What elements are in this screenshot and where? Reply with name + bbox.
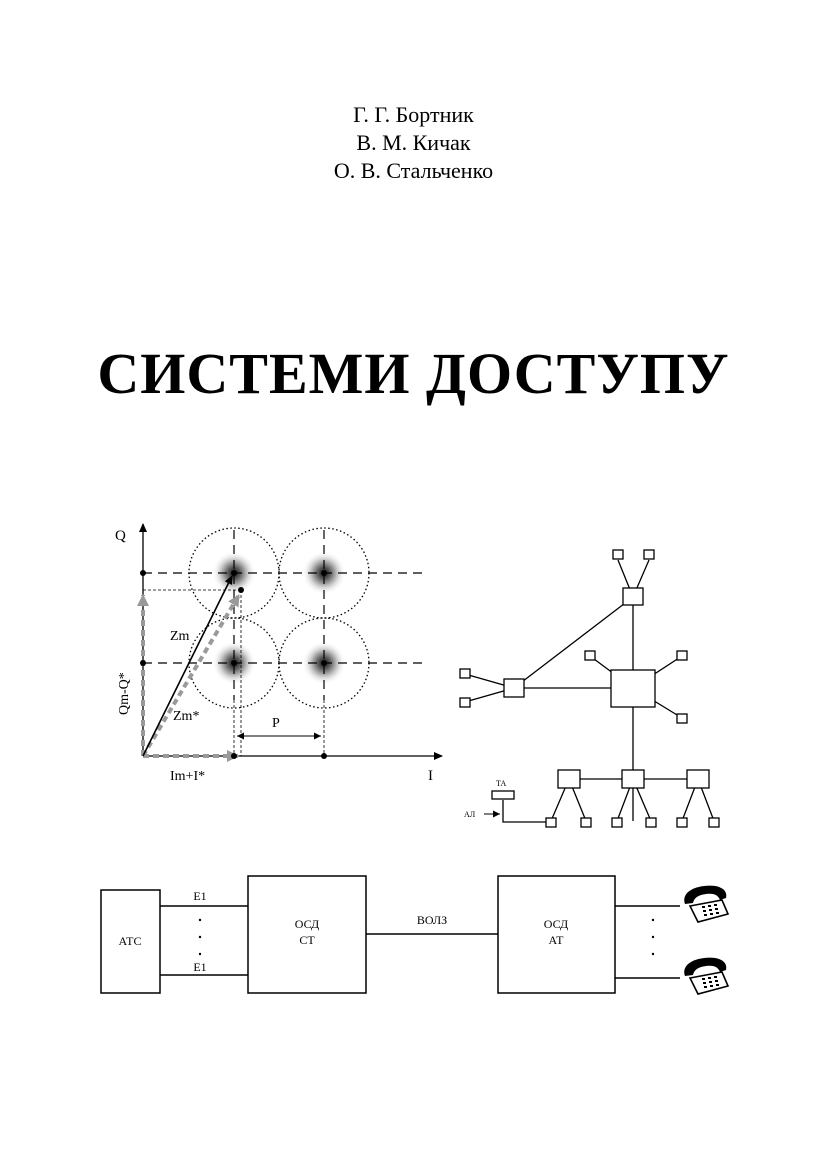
network-leaf xyxy=(676,713,688,724)
network-leaf xyxy=(676,650,688,661)
osd-st-label-line2: СТ xyxy=(299,933,315,947)
zm-star-label: Zm* xyxy=(173,709,199,724)
channel-dots xyxy=(198,918,655,956)
network-leaf xyxy=(545,817,557,828)
im-label: Im+I* xyxy=(170,769,205,784)
network-leaf xyxy=(584,650,596,661)
telephone-icon xyxy=(684,957,730,995)
ats-label: АТС xyxy=(119,934,142,948)
network-leaf xyxy=(645,817,657,828)
i-axis-label: I xyxy=(428,768,433,784)
network-hub xyxy=(610,669,656,708)
axis-tick-point xyxy=(140,660,146,666)
network-node xyxy=(622,587,644,606)
e1-bottom-label: E1 xyxy=(193,960,206,974)
book-title: СИСТЕМИ ДОСТУПУ xyxy=(97,341,730,406)
osd-at-block xyxy=(497,875,616,994)
constellation-diagram: Q I Zm Zm* Qm-Q* Im+I* P xyxy=(115,523,443,784)
constellation-point xyxy=(321,570,327,576)
network-node xyxy=(621,769,645,789)
constellation-point xyxy=(231,570,237,576)
network-leaf xyxy=(643,549,655,560)
network-leaf xyxy=(459,697,471,708)
constellation-point xyxy=(321,660,327,666)
constellation-point xyxy=(231,660,237,666)
author-1: Г. Г. Бортник xyxy=(353,102,474,127)
network-leaf xyxy=(676,817,688,828)
ats-block xyxy=(100,889,161,994)
ta-terminal xyxy=(491,790,515,800)
e1-top-label: E1 xyxy=(193,889,206,903)
network-diagram xyxy=(459,549,720,828)
ta-label: ТА xyxy=(496,779,506,788)
osd-at-label-line1: ОСД xyxy=(544,917,568,931)
network-node xyxy=(686,769,710,789)
q-axis-label: Q xyxy=(115,528,126,544)
axis-tick-point xyxy=(231,753,237,759)
network-node xyxy=(503,678,525,698)
author-3: О. В. Стальченко xyxy=(333,158,494,183)
network-leaf xyxy=(459,668,471,679)
zm-label: Zm xyxy=(170,629,190,644)
author-2: В. М. Кичак xyxy=(356,130,471,155)
qm-label: Qm-Q* xyxy=(117,672,132,715)
network-leaf xyxy=(708,817,720,828)
axis-tick-point xyxy=(140,570,146,576)
zm-star-vector xyxy=(141,593,241,758)
axis-tick-point xyxy=(321,753,327,759)
p-label: P xyxy=(272,716,280,731)
network-leaf xyxy=(580,817,592,828)
authors-block: Г. Г. Бортник В. М. Кичак О. В. Стальчен… xyxy=(0,101,827,185)
received-point xyxy=(238,587,244,593)
osd-at-label-line2: АТ xyxy=(549,933,565,947)
network-node xyxy=(557,769,581,789)
zm-vector xyxy=(142,575,233,757)
al-label: АЛ xyxy=(464,810,476,819)
network-leaf xyxy=(611,817,623,828)
network-leaf xyxy=(612,549,624,560)
telephone-icon xyxy=(684,885,730,923)
osd-st-label-line1: ОСД xyxy=(295,917,319,931)
vols-label: ВОЛЗ xyxy=(417,913,447,927)
osd-st-block xyxy=(247,875,367,994)
access-diagram xyxy=(100,875,680,994)
